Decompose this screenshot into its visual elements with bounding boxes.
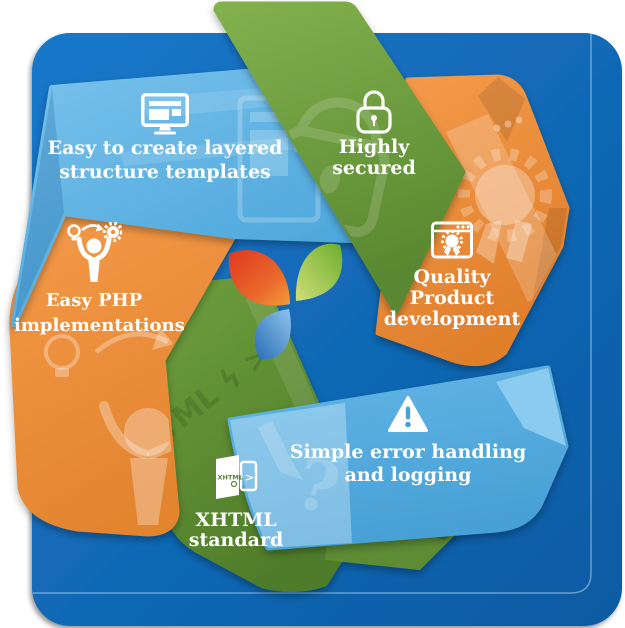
yii-petal-red — [228, 250, 290, 306]
feature-label: Easy PHP implementations — [14, 288, 185, 338]
svg-text:XHTML: XHTML — [218, 474, 244, 482]
monitor-icon — [141, 93, 189, 135]
label-line: development — [383, 308, 521, 330]
feature-label: Quality Product development — [372, 267, 532, 330]
label-line: and logging — [344, 464, 472, 486]
feature-layered-templates: Easy to create layered structure templat… — [25, 93, 305, 184]
label-line: standard — [188, 529, 284, 551]
feature-label: Simple error handling and logging — [278, 441, 538, 487]
label-line: Quality — [413, 266, 491, 288]
feature-xhtml-standard: > XHTML XHTML standard — [166, 454, 306, 550]
feature-quality-product: Quality Product development — [372, 219, 532, 330]
quality-watermark — [446, 114, 567, 302]
feature-php-implementations: Easy PHP implementations — [14, 222, 185, 338]
label-line: Easy PHP — [45, 290, 143, 311]
yii-petal-green — [295, 243, 343, 301]
label-line: Simple error handling — [289, 441, 527, 463]
label-line: Product — [409, 287, 495, 309]
yii-logo — [228, 243, 343, 360]
label-line: Highly — [338, 136, 410, 158]
blue-fold-crease — [14, 88, 64, 324]
svg-text:>: > — [245, 471, 254, 484]
label-line: structure templates — [59, 161, 271, 183]
feature-label: Highly secured — [304, 137, 444, 179]
browser-award-icon — [431, 221, 473, 259]
yii-petal-blue — [254, 309, 291, 360]
feature-label: Easy to create layered structure templat… — [25, 136, 305, 184]
panel-inset-line — [33, 34, 592, 594]
padlock-icon — [356, 90, 392, 134]
label-line: XHTML — [195, 509, 277, 531]
label-line: implementations — [14, 315, 185, 336]
feature-highly-secured: Highly secured — [304, 88, 444, 179]
xhtml-document-icon: > XHTML — [216, 455, 258, 499]
label-line: Easy to create layered — [47, 137, 283, 159]
php-person-icon — [67, 222, 122, 282]
blue-bottom-fold — [496, 368, 566, 446]
feature-error-handling: Simple error handling and logging — [278, 396, 538, 487]
label-line: secured — [332, 157, 416, 179]
warning-triangle-icon — [388, 396, 428, 432]
feature-label: XHTML standard — [166, 510, 306, 550]
ribbon-blue-bottom: ? — [227, 365, 569, 551]
